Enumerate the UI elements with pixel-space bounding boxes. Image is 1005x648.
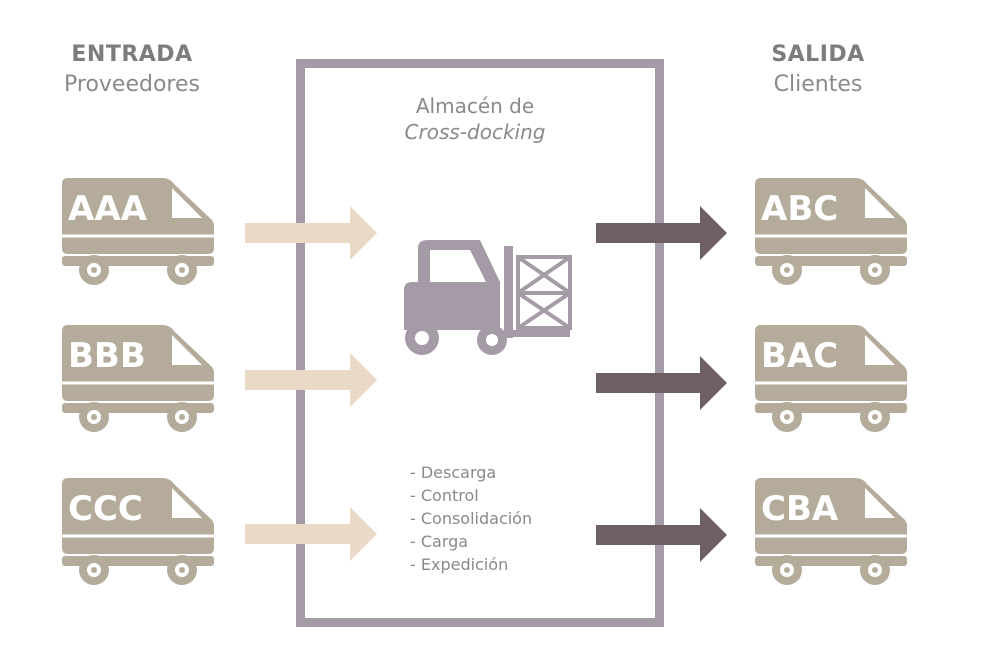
truck-label: BAC bbox=[761, 336, 838, 376]
truck-icon bbox=[62, 178, 214, 285]
truck-label: CBA bbox=[761, 489, 839, 529]
salida-subtitle: Clientes bbox=[773, 72, 863, 97]
truck-icon bbox=[755, 178, 907, 285]
step-item: - Consolidación bbox=[410, 509, 533, 528]
truck-window bbox=[172, 488, 202, 518]
warehouse-box bbox=[296, 59, 664, 627]
step-item: - Descarga bbox=[410, 463, 497, 482]
entrada-title: ENTRADA bbox=[71, 42, 193, 67]
truck-icon bbox=[62, 478, 214, 585]
truck-window bbox=[172, 335, 202, 365]
step-item: - Carga bbox=[410, 532, 469, 551]
truck-window bbox=[865, 335, 895, 365]
truck-label: BBB bbox=[68, 336, 146, 376]
truck-icon bbox=[755, 325, 907, 432]
supplier-truck-aaa: AAA bbox=[62, 178, 214, 285]
truck-window bbox=[172, 188, 202, 218]
truck-window bbox=[865, 188, 895, 218]
client-truck-abc: ABC bbox=[755, 178, 907, 285]
client-truck-cba: CBA bbox=[755, 478, 907, 585]
step-item: - Expedición bbox=[410, 555, 509, 574]
entrada-subtitle: Proveedores bbox=[64, 72, 200, 97]
step-item: - Control bbox=[410, 486, 479, 505]
truck-icon bbox=[62, 325, 214, 432]
warehouse-title-line1: Almacén de bbox=[415, 94, 535, 118]
salida-title: SALIDA bbox=[771, 42, 865, 67]
truck-label: AAA bbox=[68, 189, 148, 229]
warehouse-title-line2: Cross-docking bbox=[404, 120, 546, 144]
truck-window bbox=[865, 488, 895, 518]
truck-icon bbox=[755, 478, 907, 585]
truck-label: ABC bbox=[761, 189, 838, 229]
supplier-truck-ccc: CCC bbox=[62, 478, 214, 585]
truck-label: CCC bbox=[68, 489, 143, 529]
client-truck-bac: BAC bbox=[755, 325, 907, 432]
supplier-truck-bbb: BBB bbox=[62, 325, 214, 432]
